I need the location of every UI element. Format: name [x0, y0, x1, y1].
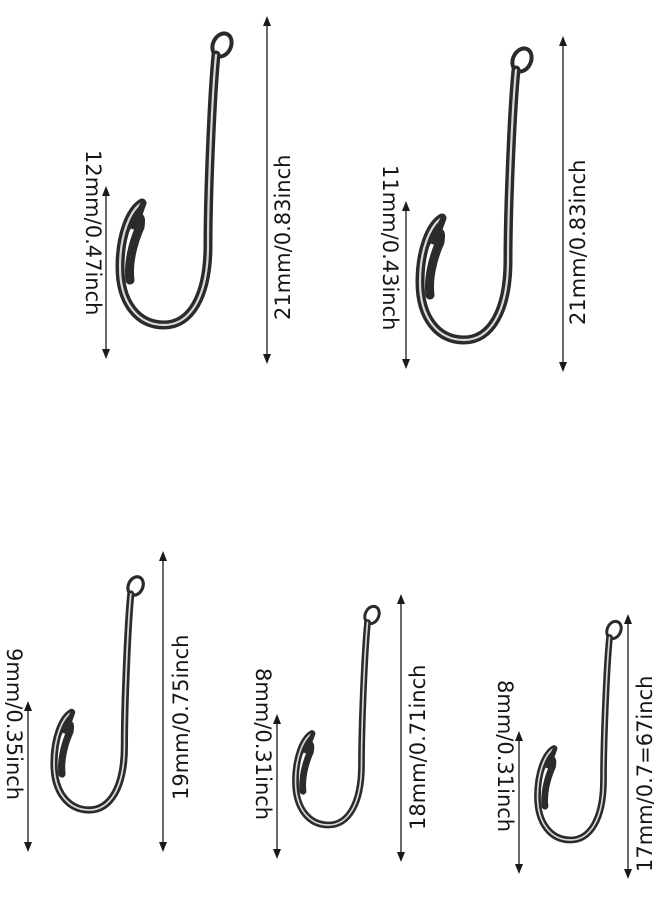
hook-5-image [538, 619, 624, 840]
hook-3-height-dimension [159, 551, 167, 852]
hook-5-gap-dimension [515, 731, 523, 874]
hook-2-height-dimension [559, 36, 567, 372]
hook-3-gap-label: 9mm/0.35inch [2, 648, 26, 800]
hook-4-image [296, 604, 382, 825]
hook-1-image [120, 30, 235, 325]
hook-1-gap-dimension [102, 186, 110, 359]
hook-5-gap-label: 8mm/0.31inch [493, 680, 517, 832]
hook-4-height-dimension [397, 594, 405, 862]
hook-5-height-dimension [624, 614, 632, 879]
hook-4-gap-label: 8mm/0.31inch [251, 668, 275, 820]
hook-3-height-label: 19mm/0.75inch [169, 635, 193, 800]
hook-2-image [420, 45, 535, 340]
hook-3-gap-dimension [24, 701, 32, 852]
hook-4-height-label: 18mm/0.71inch [406, 665, 430, 830]
hook-5-height-label: 17mm/0.7=67inch [633, 676, 657, 872]
hook-3-image [54, 574, 146, 810]
hook-4: 18mm/0.71inch 8mm/0.31inch [251, 594, 430, 862]
hook-2-height-label: 21mm/0.83inch [566, 160, 590, 325]
hook-4-gap-dimension [273, 714, 281, 859]
hook-1-height-dimension [263, 16, 271, 364]
hook-2: 21mm/0.83inch 11mm/0.43inch [378, 36, 590, 372]
hook-5: 17mm/0.7=67inch 8mm/0.31inch [493, 614, 657, 879]
hook-1-height-label: 21mm/0.83inch [271, 155, 295, 320]
hook-3: 19mm/0.75inch 9mm/0.35inch [2, 551, 193, 852]
hook-2-gap-label: 11mm/0.43inch [378, 165, 402, 330]
hook-2-gap-dimension [402, 201, 410, 369]
hook-1-gap-label: 12mm/0.47inch [81, 150, 105, 315]
hook-1: 21mm/0.83inch 12mm/0.47inch [81, 16, 295, 364]
